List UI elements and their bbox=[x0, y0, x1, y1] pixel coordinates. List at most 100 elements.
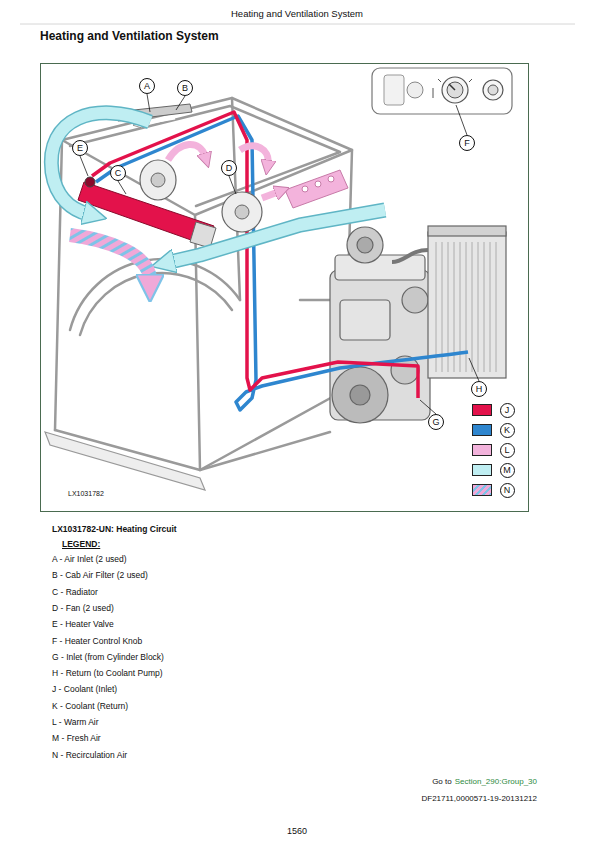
legend-entry: E - Heater Valve bbox=[52, 620, 114, 630]
vent bbox=[315, 181, 321, 187]
callout-letter: D bbox=[226, 164, 233, 173]
callout-circle: C bbox=[110, 165, 126, 181]
fresh-air-arrow bbox=[170, 210, 385, 262]
vent bbox=[328, 176, 334, 182]
legend-heading: LEGEND: bbox=[62, 540, 100, 550]
running-header: Heating and Ventilation System bbox=[231, 9, 363, 20]
legend-entry: M - Fresh Air bbox=[52, 734, 101, 744]
illustration-line bbox=[80, 156, 88, 176]
illustration-circle bbox=[357, 237, 373, 253]
header-rule bbox=[20, 24, 575, 25]
callout-circle: G bbox=[428, 414, 444, 430]
illustration-circle bbox=[483, 80, 503, 100]
section-link: Section_290:Group_30 bbox=[455, 777, 537, 786]
illustration-line bbox=[448, 242, 449, 372]
legend-swatch bbox=[472, 464, 492, 476]
legend-swatch bbox=[472, 444, 492, 456]
illustration-line bbox=[147, 94, 150, 112]
callout-letter: A bbox=[144, 82, 150, 91]
illustration-circle bbox=[407, 82, 423, 98]
fresh-air-outline bbox=[170, 210, 385, 262]
callout-circle: A bbox=[139, 78, 155, 94]
illustration-circle bbox=[447, 82, 463, 98]
legend-entry: F - Heater Control Knob bbox=[52, 637, 142, 647]
illustration-circle bbox=[442, 77, 468, 103]
illustration-line bbox=[118, 181, 126, 194]
callout-circle: D bbox=[221, 160, 237, 176]
illustration-line bbox=[484, 242, 485, 372]
illustration-line bbox=[176, 96, 185, 110]
legend-circle: K bbox=[500, 423, 515, 438]
illustration-path bbox=[200, 432, 330, 470]
illustration-rect bbox=[372, 68, 512, 114]
illustration-line bbox=[469, 79, 472, 82]
cab-frame bbox=[55, 98, 352, 470]
legend-entry: N - Recirculation Air bbox=[52, 751, 127, 761]
illustration-line bbox=[490, 242, 491, 372]
callout-circle: F bbox=[459, 135, 475, 151]
illustration-line bbox=[433, 88, 434, 98]
callout-letter: C bbox=[115, 169, 122, 178]
vent bbox=[302, 186, 308, 192]
page-title: Heating and Ventilation System bbox=[40, 30, 219, 44]
callout-letter: E bbox=[77, 144, 83, 153]
warm-air-arrow bbox=[262, 192, 278, 198]
legend-letter: M bbox=[503, 466, 511, 475]
illustration-circle bbox=[402, 287, 428, 313]
illustration-path bbox=[80, 273, 232, 335]
illustration-line bbox=[436, 242, 437, 372]
control-panel bbox=[372, 68, 512, 114]
illustration-circle bbox=[347, 227, 383, 263]
warm-air-duct bbox=[285, 170, 348, 208]
illustration-circle bbox=[332, 367, 388, 423]
document-id: DF21711,0000571-19-20131212 bbox=[421, 794, 537, 803]
legend-circle: L bbox=[500, 443, 515, 458]
illustration-rect bbox=[428, 226, 506, 236]
illustration-line bbox=[442, 242, 443, 372]
engine bbox=[330, 227, 430, 423]
illustration-line bbox=[472, 242, 473, 372]
fan-hub bbox=[235, 205, 249, 219]
page-number: 1560 bbox=[287, 826, 307, 836]
illustration-line bbox=[449, 84, 455, 90]
legend-entry: C - Radiator bbox=[52, 588, 98, 598]
legend-letter: L bbox=[504, 446, 509, 455]
callout-circle: B bbox=[177, 80, 193, 96]
illustration-line bbox=[469, 358, 479, 381]
legend-entry: B - Cab Air Filter (2 used) bbox=[52, 571, 148, 581]
legend-circle: J bbox=[500, 403, 515, 418]
illustration-line bbox=[456, 105, 467, 135]
illustration-rect bbox=[384, 75, 404, 105]
illustration-rect bbox=[335, 255, 425, 280]
fresh-air-arrow bbox=[51, 113, 150, 214]
callout-letter: F bbox=[464, 139, 470, 148]
legend-swatch bbox=[472, 424, 492, 436]
warm-air-arrow bbox=[240, 146, 268, 163]
callout-letter: B bbox=[182, 84, 188, 93]
callout-circle: H bbox=[471, 381, 487, 397]
callout-letter: G bbox=[432, 418, 439, 427]
legend-entry: L - Warm Air bbox=[52, 718, 99, 728]
legend-circle: M bbox=[500, 463, 515, 478]
figure-id: LX1031782 bbox=[68, 490, 104, 498]
fan-hub bbox=[151, 173, 165, 187]
legend-circle: N bbox=[500, 483, 515, 498]
illustration-line bbox=[420, 400, 436, 414]
legend-swatch bbox=[472, 484, 492, 496]
legend-entry: J - Coolant (Inlet) bbox=[52, 685, 117, 695]
callout-letter: H bbox=[476, 385, 483, 394]
legend-letter: K bbox=[504, 426, 510, 435]
legend-entry: D - Fan (2 used) bbox=[52, 604, 114, 614]
illustration-path bbox=[392, 250, 428, 262]
illustration-line bbox=[478, 242, 479, 372]
illustration-rect bbox=[340, 300, 390, 340]
legend-entry: K - Coolant (Return) bbox=[52, 702, 128, 712]
link-prefix: Go to bbox=[432, 777, 452, 786]
legend-letter: J bbox=[505, 406, 510, 415]
fresh-air-outline bbox=[51, 113, 150, 214]
illustration-circle bbox=[488, 85, 498, 95]
fan bbox=[222, 192, 262, 232]
recirculation-arrow bbox=[70, 235, 150, 280]
cab-platform bbox=[45, 432, 205, 490]
